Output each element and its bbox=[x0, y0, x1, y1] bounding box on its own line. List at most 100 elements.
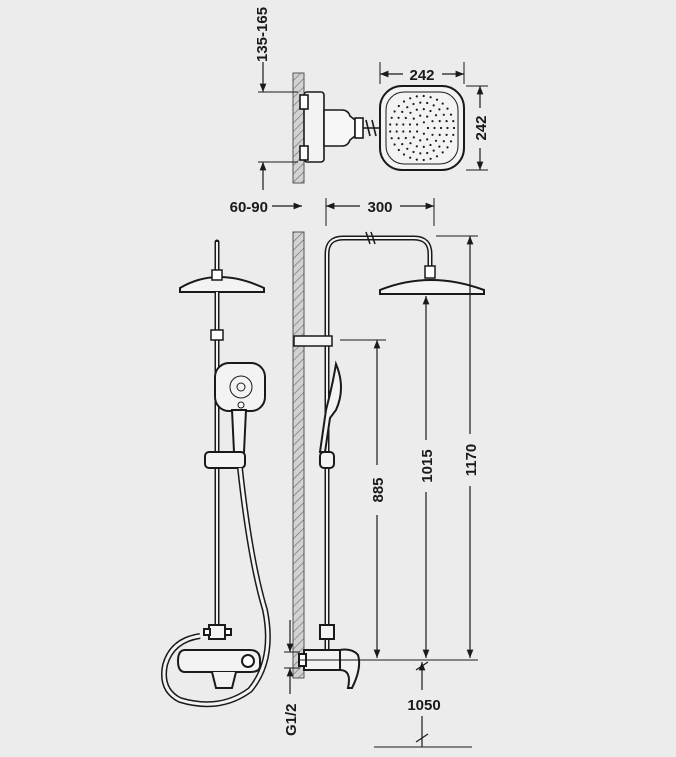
label-height-1170: 1170 bbox=[463, 444, 480, 477]
dim-head-depth: 242 bbox=[466, 85, 490, 171]
label-height-1015: 1015 bbox=[419, 449, 436, 482]
nozzle-dot bbox=[419, 152, 422, 155]
nozzle-dot bbox=[449, 113, 453, 116]
nozzle-dot bbox=[415, 108, 418, 111]
nozzle-dot bbox=[402, 153, 406, 156]
nozzle-dot bbox=[432, 149, 435, 152]
nozzle-dot bbox=[412, 117, 415, 120]
nozzle-dot bbox=[412, 136, 415, 139]
sliding-bracket-front bbox=[204, 451, 246, 469]
nozzle-dot bbox=[408, 123, 412, 126]
nozzle-dot bbox=[402, 123, 405, 126]
nozzle-dot bbox=[402, 130, 405, 133]
label-head-depth: 242 bbox=[473, 115, 490, 140]
nozzle-dot bbox=[412, 102, 415, 106]
mixer-top-view bbox=[299, 91, 380, 163]
nozzle-dot bbox=[389, 123, 392, 126]
nozzle-dot bbox=[449, 140, 453, 143]
nozzle-dot bbox=[415, 145, 418, 148]
nozzle-dot bbox=[446, 146, 449, 149]
nozzle-dot bbox=[445, 120, 448, 123]
nozzle-dot bbox=[422, 132, 425, 135]
nozzle-dot bbox=[438, 108, 441, 111]
nozzle-dot bbox=[404, 136, 407, 140]
nozzle-dot bbox=[441, 102, 444, 105]
nozzle-dot bbox=[408, 130, 412, 133]
dim-thread: G1/2 bbox=[283, 620, 300, 736]
nozzle-dot bbox=[409, 111, 412, 114]
nozzle-dot bbox=[395, 123, 398, 126]
nozzle-dot bbox=[415, 95, 418, 98]
nozzle-dot bbox=[426, 151, 429, 155]
nozzle-dot bbox=[419, 114, 422, 117]
dim-head-width: 242 bbox=[379, 62, 465, 84]
riser-pipe-side bbox=[324, 235, 433, 652]
nozzle-dot bbox=[452, 133, 455, 136]
nozzle-dot bbox=[422, 94, 425, 98]
nozzle-dot bbox=[426, 138, 429, 141]
sliding-bracket-side bbox=[319, 451, 335, 469]
nozzle-dot bbox=[415, 158, 418, 161]
front-view bbox=[161, 239, 271, 708]
nozzle-dot bbox=[412, 150, 415, 154]
nozzle-dot bbox=[429, 109, 432, 113]
nozzle-dot bbox=[401, 110, 404, 113]
nozzle-dot bbox=[401, 143, 404, 146]
nozzle-dot bbox=[416, 123, 419, 126]
dim-height-1170: 1170 bbox=[436, 235, 480, 658]
nozzle-dot bbox=[422, 145, 425, 148]
wall-section-side bbox=[292, 231, 305, 679]
nozzle-dot bbox=[452, 120, 455, 123]
nozzle-dot bbox=[434, 139, 438, 142]
nozzle-dot bbox=[446, 126, 449, 130]
wall-section-top bbox=[292, 72, 305, 184]
label-arm-reach: 300 bbox=[367, 199, 392, 216]
nozzle-dot bbox=[431, 120, 434, 123]
nozzle-dot bbox=[442, 113, 445, 116]
nozzle-dot bbox=[409, 156, 412, 159]
label-mixer-height: 1050 bbox=[407, 697, 440, 714]
nozzle-dot bbox=[426, 101, 429, 105]
nozzle-dot bbox=[393, 110, 396, 113]
hand-shower-side bbox=[318, 360, 342, 453]
nozzle-dot bbox=[422, 158, 425, 162]
label-thread: G1/2 bbox=[283, 703, 300, 736]
nozzle-dot bbox=[419, 139, 422, 142]
nozzle-dot bbox=[435, 155, 439, 158]
nozzle-dot bbox=[389, 130, 392, 133]
nozzle-dot bbox=[397, 104, 400, 108]
nozzle-dot bbox=[438, 145, 441, 148]
nozzle-dot bbox=[404, 116, 407, 120]
nozzle-dot bbox=[442, 140, 445, 143]
diverter-side bbox=[319, 624, 335, 640]
nozzle-dot bbox=[429, 143, 432, 147]
nozzle-dot bbox=[419, 101, 422, 104]
nozzle-dot bbox=[439, 126, 443, 130]
nozzle-dot bbox=[441, 151, 444, 154]
nozzle-dot bbox=[433, 126, 436, 130]
nozzle-dot bbox=[435, 98, 439, 101]
nozzle-dot bbox=[426, 126, 430, 130]
nozzle-dot bbox=[432, 104, 435, 107]
shower-head-front bbox=[179, 276, 265, 293]
nozzle-dot bbox=[409, 97, 412, 100]
dim-wall-offset: 60-90 bbox=[230, 199, 302, 216]
nozzle-dot bbox=[452, 126, 456, 130]
nozzle-dot bbox=[395, 130, 398, 133]
nozzle-dot bbox=[406, 106, 409, 109]
nozzle-dot bbox=[429, 96, 432, 99]
nozzle-dot bbox=[429, 157, 432, 160]
nozzle-dot bbox=[390, 116, 393, 119]
nozzle-dot bbox=[416, 130, 419, 133]
label-outlet-spacing: 135-165 bbox=[254, 7, 271, 62]
dim-outlet-spacing: 135-165 bbox=[254, 7, 298, 190]
dim-height-1015: 1015 bbox=[419, 296, 436, 658]
nozzle-dot bbox=[446, 107, 449, 110]
nozzle-dot bbox=[397, 116, 400, 119]
hand-shower-front bbox=[214, 362, 266, 455]
nozzle-dot bbox=[438, 120, 441, 123]
nozzle-dot bbox=[422, 108, 425, 111]
wall-bracket-side bbox=[293, 335, 333, 347]
side-view bbox=[293, 231, 485, 689]
